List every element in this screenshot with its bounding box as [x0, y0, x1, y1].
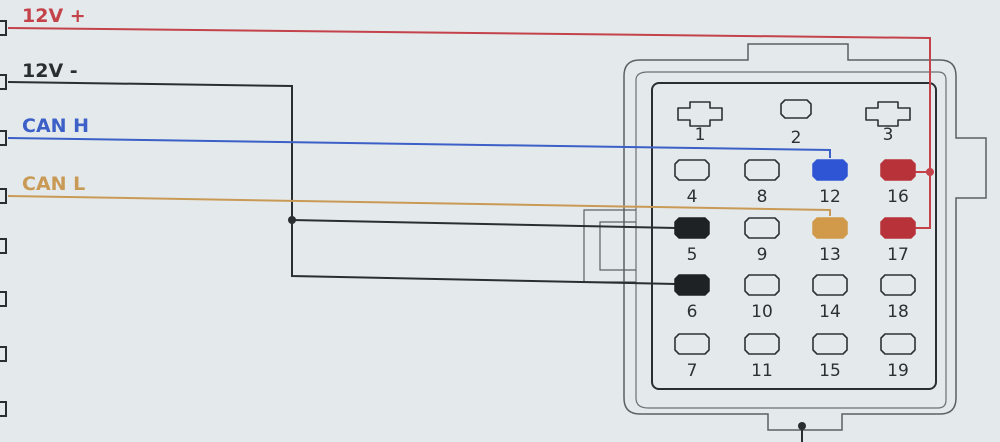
- wire-label-12v-plus: 12V +: [22, 5, 86, 27]
- pin-6-label: 6: [687, 302, 698, 322]
- terminal-tick: [0, 238, 7, 254]
- wire-12v-minus: [7, 81, 677, 285]
- pin-16-cavity: [880, 159, 916, 181]
- pin-2-label: 2: [791, 128, 802, 148]
- pin-15-cavity: [812, 333, 848, 355]
- terminal-tick: [0, 188, 7, 204]
- housing-outer: [623, 43, 987, 431]
- pin-1-label: 1: [695, 125, 706, 145]
- pin-19-label: 19: [887, 361, 909, 381]
- wires-layer: [7, 27, 934, 442]
- pin-10-cavity: [744, 274, 780, 296]
- pin-3-label: 3: [883, 125, 894, 145]
- pin-17-label: 17: [887, 245, 909, 265]
- pin-14-cavity: [812, 274, 848, 296]
- terminal-tick: [0, 401, 7, 417]
- connector-housing: [583, 43, 987, 431]
- wire-12v-plus: [7, 27, 931, 229]
- wire-label-can-l: CAN L: [22, 173, 85, 195]
- pin-11-cavity: [744, 333, 780, 355]
- wire-label-can-h: CAN H: [22, 115, 89, 137]
- pin-19-cavity: [880, 333, 916, 355]
- pin-12-label: 12: [819, 187, 841, 207]
- pin-3-cavity: [865, 101, 911, 127]
- pin-5-cavity: [674, 217, 710, 239]
- pin-10-label: 10: [751, 302, 773, 322]
- wire-12v-minus-branch: [291, 219, 677, 229]
- housing-inner-rim: [635, 71, 947, 409]
- connector-bottom-dot: [798, 422, 806, 430]
- pin-18-cavity: [880, 274, 916, 296]
- housing-side-tab: [583, 209, 636, 283]
- terminal-tick: [0, 130, 7, 146]
- terminal-tick: [0, 74, 7, 90]
- wire-can-h: [7, 137, 831, 158]
- pin-16-label: 16: [887, 187, 909, 207]
- pin-13-label: 13: [819, 245, 841, 265]
- pin-4-cavity: [674, 159, 710, 181]
- pin-9-cavity: [744, 217, 780, 239]
- pin-13-cavity: [812, 217, 848, 239]
- pin-8-cavity: [744, 159, 780, 181]
- wire-12v-plus-junction-dot: [926, 168, 934, 176]
- pin-9-label: 9: [757, 245, 768, 265]
- pin-4-label: 4: [687, 187, 698, 207]
- pin-11-label: 11: [751, 361, 773, 381]
- pin-14-label: 14: [819, 302, 841, 322]
- labels-layer: 12V + 12V - CAN H CAN L: [22, 5, 89, 195]
- housing-side-tab-inner: [599, 221, 636, 271]
- pin-field-border: [651, 82, 937, 390]
- pin-1-cavity: [677, 101, 723, 127]
- pin-15-label: 15: [819, 361, 841, 381]
- left-terminals: [0, 20, 7, 417]
- pin-5-label: 5: [687, 245, 698, 265]
- wire-12v-minus-junction-dot: [288, 216, 296, 224]
- pin-7-label: 7: [687, 361, 698, 381]
- pin-6-cavity: [674, 274, 710, 296]
- pin-7-cavity: [674, 333, 710, 355]
- terminal-tick: [0, 20, 7, 36]
- pin-18-label: 18: [887, 302, 909, 322]
- pin-17-cavity: [880, 217, 916, 239]
- terminal-tick: [0, 346, 7, 362]
- pin-12-cavity: [812, 159, 848, 181]
- wire-can-l: [7, 195, 831, 216]
- wire-label-12v-minus: 12V -: [22, 60, 78, 82]
- pin-2-cavity: [780, 99, 812, 119]
- terminal-tick: [0, 291, 7, 307]
- pin-8-label: 8: [757, 187, 768, 207]
